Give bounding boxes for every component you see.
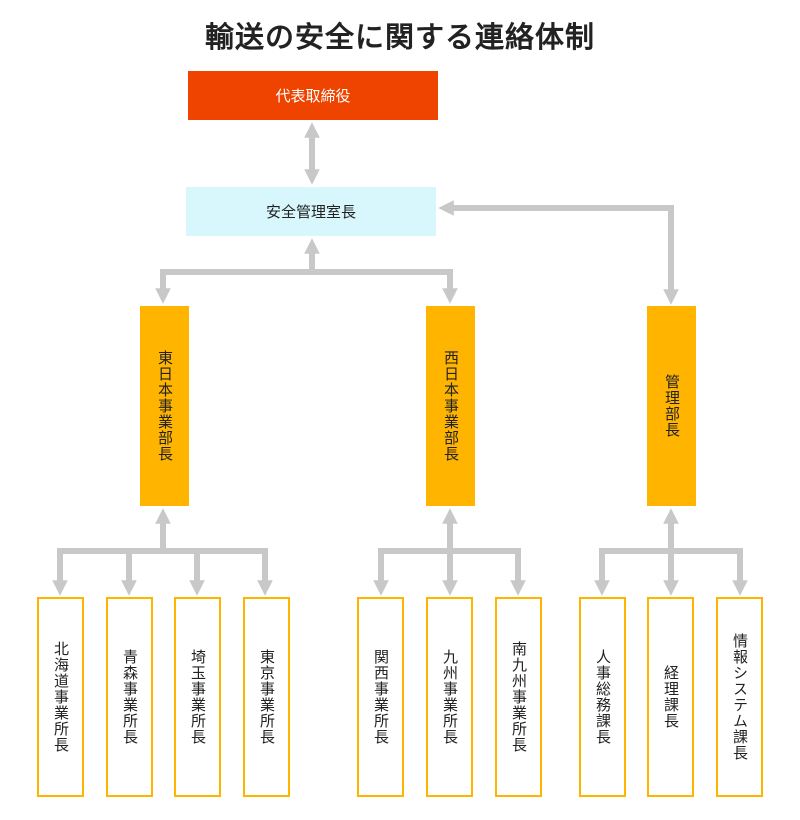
- safety-office-box: 安全管理室長: [186, 187, 436, 236]
- office-label: 南九州事業所長: [510, 641, 528, 753]
- branch-east: [57, 548, 268, 588]
- office-box: 青森事業所長: [106, 597, 153, 797]
- office-label: 関西事業所長: [372, 649, 390, 745]
- section-label: 情報システム課長: [731, 633, 749, 761]
- section-box: 人事総務課長: [579, 597, 626, 797]
- office-box: 東京事業所長: [243, 597, 290, 797]
- section-box: 情報システム課長: [716, 597, 763, 797]
- division-east-box: 東日本事業部長: [140, 306, 189, 506]
- arrow-safety-admin: [438, 200, 679, 305]
- safety-office-label: 安全管理室長: [265, 203, 356, 221]
- diagram-title: 輸送の安全に関する連絡体制: [204, 20, 595, 54]
- division-west-label: 西日本事業部長: [442, 350, 460, 462]
- division-admin-label: 管理部長: [663, 374, 681, 438]
- office-box: 南九州事業所長: [495, 597, 542, 797]
- division-west-box: 西日本事業部長: [426, 306, 475, 506]
- section-label: 人事総務課長: [594, 649, 612, 745]
- section-label: 経理課長: [662, 665, 680, 729]
- office-box: 北海道事業所長: [37, 597, 84, 797]
- office-label: 九州事業所長: [441, 649, 459, 745]
- section-box: 経理課長: [647, 597, 694, 797]
- office-label: 東京事業所長: [258, 649, 276, 745]
- division-east-label: 東日本事業部長: [156, 350, 174, 462]
- office-box: 埼玉事業所長: [174, 597, 221, 797]
- office-label: 青森事業所長: [121, 649, 139, 745]
- office-box: 関西事業所長: [357, 597, 404, 797]
- branch-safety: [160, 269, 453, 296]
- division-admin-box: 管理部長: [647, 306, 696, 506]
- office-label: 埼玉事業所長: [189, 649, 207, 745]
- ceo-label: 代表取締役: [275, 87, 351, 105]
- office-box: 九州事業所長: [426, 597, 473, 797]
- office-label: 北海道事業所長: [52, 641, 70, 753]
- ceo-box: 代表取締役: [188, 71, 438, 120]
